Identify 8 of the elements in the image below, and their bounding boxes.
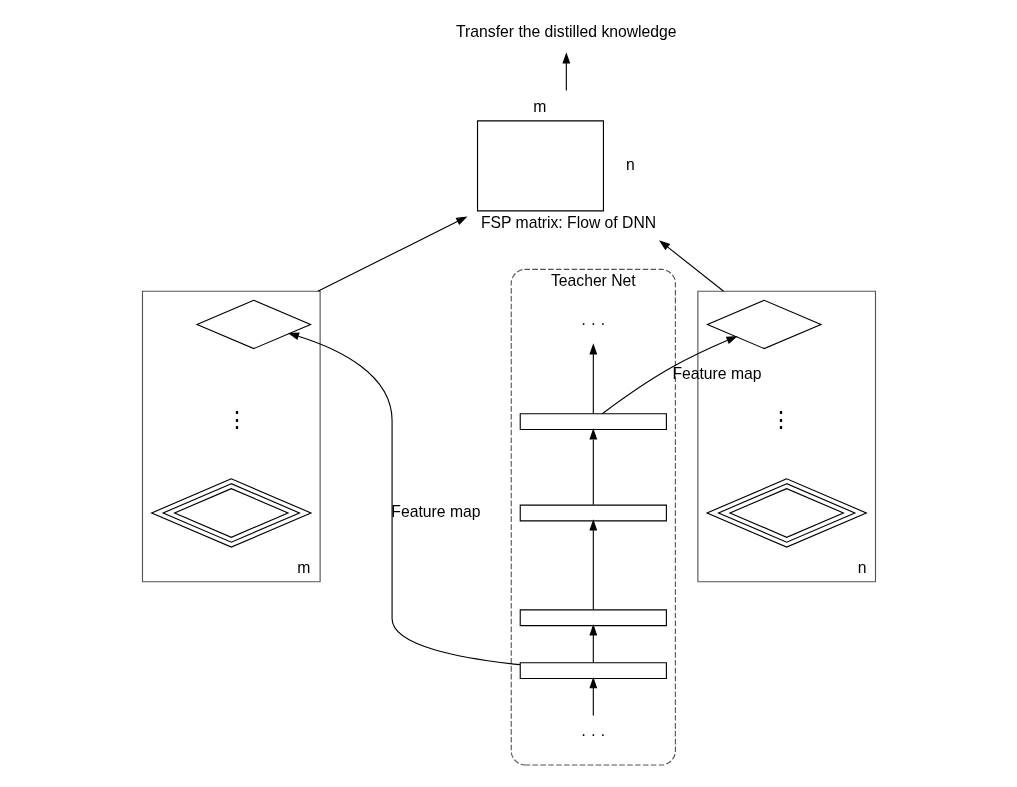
node-label: n: [625, 156, 635, 174]
label: ⋮: [225, 407, 248, 433]
node-text: · · ·: [580, 725, 606, 743]
node-text: · · ·: [580, 314, 606, 332]
node-text: Transfer the distilled knowledge: [455, 23, 677, 41]
node-label: m: [532, 98, 546, 116]
node-label: FSP matrix: Flow of DNN: [480, 213, 656, 231]
label: ⋮: [769, 407, 792, 433]
